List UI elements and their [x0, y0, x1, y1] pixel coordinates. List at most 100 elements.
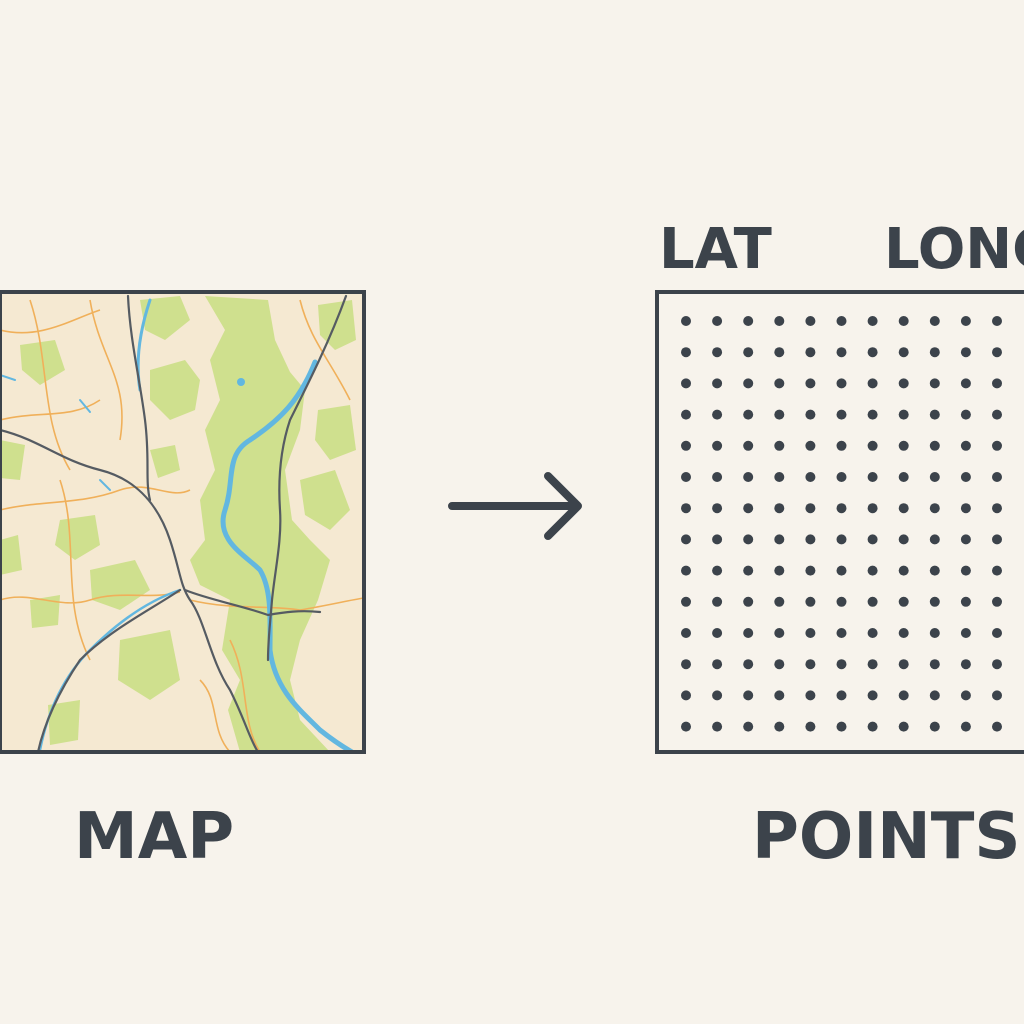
point-dot	[898, 690, 909, 701]
point-dot	[898, 534, 909, 545]
point-dot	[712, 659, 723, 670]
point-dot	[836, 565, 847, 576]
point-dot	[992, 596, 1002, 607]
point-dot	[929, 347, 940, 358]
point-dot	[712, 347, 723, 358]
point-dot	[960, 596, 971, 607]
point-dot	[836, 472, 847, 482]
point-dot	[743, 316, 754, 326]
point-dot	[712, 721, 723, 732]
point-dot	[712, 472, 723, 482]
point-dot	[712, 628, 723, 638]
point-dot	[805, 503, 816, 514]
point-dot	[681, 721, 691, 732]
point-dot	[774, 347, 785, 358]
point-dot	[960, 472, 971, 482]
map-label: MAP	[74, 800, 235, 874]
point-dot	[898, 316, 909, 326]
point-dot	[805, 534, 816, 545]
point-dot	[836, 596, 847, 607]
point-dot	[805, 659, 816, 670]
point-dot	[836, 316, 847, 326]
point-dot	[805, 440, 816, 451]
point-dot	[960, 690, 971, 701]
point-dot	[712, 596, 723, 607]
point-dot	[836, 409, 847, 420]
point-dot	[774, 628, 785, 638]
point-dot	[774, 690, 785, 701]
point-dot	[867, 440, 878, 451]
point-dot	[898, 440, 909, 451]
point-dot	[929, 440, 940, 451]
point-dot	[992, 440, 1002, 451]
point-dot	[805, 628, 816, 638]
point-dot	[898, 659, 909, 670]
point-dot	[992, 347, 1002, 358]
point-dot	[743, 409, 754, 420]
point-dot	[929, 721, 940, 732]
point-dot	[898, 378, 909, 389]
point-dot	[867, 316, 878, 326]
point-dot	[681, 409, 691, 420]
forest-areas	[0, 296, 356, 752]
point-dot	[867, 659, 878, 670]
point-dot	[743, 690, 754, 701]
point-dot	[836, 628, 847, 638]
point-dot	[681, 503, 691, 514]
point-dot	[960, 534, 971, 545]
point-dot	[681, 440, 691, 451]
point-dot	[992, 503, 1002, 514]
point-dot	[898, 409, 909, 420]
point-dot	[960, 378, 971, 389]
point-dot	[992, 721, 1002, 732]
point-dot	[712, 565, 723, 576]
point-dot	[681, 628, 691, 638]
minor-roads	[0, 299, 364, 752]
point-dot	[960, 316, 971, 326]
point-dot	[929, 534, 940, 545]
points-label: POINTS	[752, 800, 1021, 874]
point-dot	[774, 440, 785, 451]
point-dot	[992, 659, 1002, 670]
point-dot	[836, 378, 847, 389]
point-dot	[867, 534, 878, 545]
point-dot	[805, 409, 816, 420]
point-dot	[836, 503, 847, 514]
point-dot	[836, 440, 847, 451]
point-dot	[960, 628, 971, 638]
point-dot	[929, 409, 940, 420]
point-dot	[960, 347, 971, 358]
point-dot	[867, 503, 878, 514]
point-dot	[929, 659, 940, 670]
point-dot	[805, 721, 816, 732]
point-dot	[774, 409, 785, 420]
point-dot	[681, 596, 691, 607]
point-dot	[712, 409, 723, 420]
point-dot	[992, 409, 1002, 420]
point-dot	[743, 472, 754, 482]
point-dot	[774, 659, 785, 670]
point-dot	[867, 690, 878, 701]
point-dot	[774, 378, 785, 389]
point-dot	[743, 503, 754, 514]
point-dot	[681, 347, 691, 358]
point-dot	[712, 690, 723, 701]
point-dot	[867, 721, 878, 732]
point-dot	[929, 596, 940, 607]
point-dot	[960, 659, 971, 670]
point-dot	[712, 534, 723, 545]
map-image	[0, 292, 364, 752]
point-dot	[805, 565, 816, 576]
point-dot	[743, 596, 754, 607]
point-dot	[712, 440, 723, 451]
point-dot	[992, 565, 1002, 576]
point-dot	[712, 316, 723, 326]
point-dot	[805, 596, 816, 607]
point-dot	[992, 472, 1002, 482]
point-dot	[929, 472, 940, 482]
point-dot	[929, 690, 940, 701]
point-dot	[836, 659, 847, 670]
point-dot	[805, 347, 816, 358]
point-dot	[681, 690, 691, 701]
point-dot	[992, 534, 1002, 545]
